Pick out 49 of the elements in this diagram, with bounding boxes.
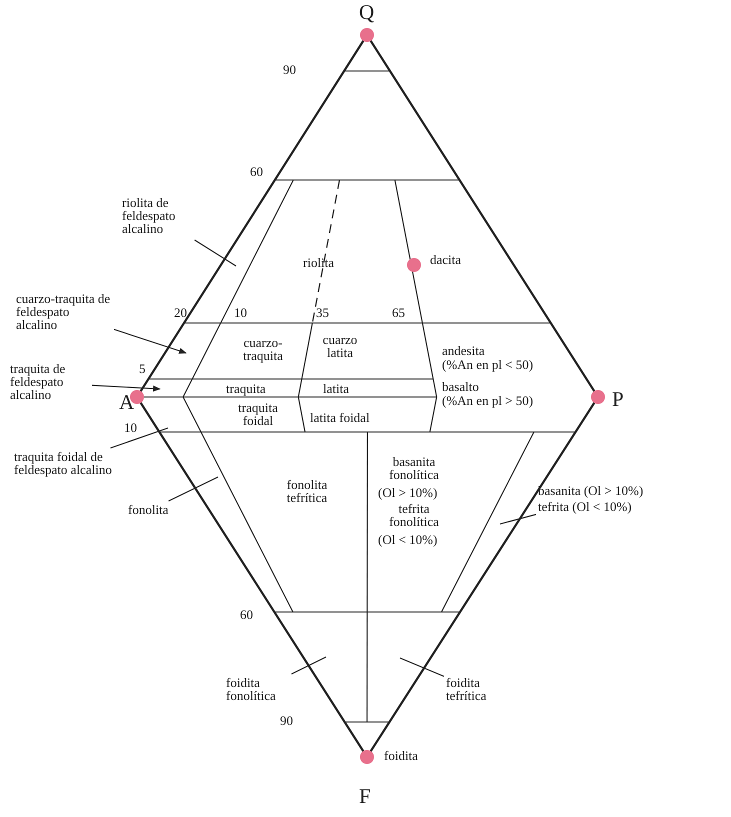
field-label: (Ol > 10%)	[378, 486, 438, 499]
vertex-label: A	[119, 392, 134, 413]
leader-line	[194, 240, 236, 266]
tick-label: 90	[280, 714, 293, 727]
field-label: foidita	[384, 749, 418, 762]
leader-line	[400, 658, 444, 677]
callout-text: fonolita	[128, 503, 168, 516]
callout-text: traquita de feldespato alcalino	[10, 362, 66, 401]
field-label: cuarzo-traquita	[242, 336, 284, 362]
field-label: basalto	[442, 380, 479, 393]
callout-text: cuarzo-traquita de feldespato alcalino	[16, 292, 112, 331]
field-label: latita	[323, 382, 349, 395]
callout-text: riolita de feldespato alcalino	[122, 196, 176, 235]
tick-label: 60	[240, 608, 253, 621]
field-label: traquita	[226, 382, 266, 395]
tick-label: 10	[234, 306, 247, 319]
field-label: fonolita tefrítica	[286, 478, 328, 504]
tick-label: 65	[392, 306, 405, 319]
vertex-label: F	[359, 786, 371, 807]
field-label: latita foidal	[310, 411, 370, 424]
field-label: riolita	[303, 256, 334, 269]
callout-text: foidita fonolítica	[226, 676, 277, 702]
callout-text: traquita foidal de feldespato alcalino	[14, 450, 112, 476]
callout-text: foidita tefrítica	[446, 676, 488, 702]
callout-text: basanita (Ol > 10%)	[538, 484, 644, 497]
vertex-label: Q	[359, 2, 374, 23]
leader-line	[114, 328, 187, 354]
field-label: cuarzo latita	[322, 333, 358, 359]
tick-label: 5	[139, 362, 146, 375]
field-label: (%An en pl > 50)	[442, 394, 534, 407]
field-label: tefrita fonolítica	[388, 502, 440, 528]
leader-line	[92, 384, 161, 392]
tick-label: 10	[124, 421, 137, 434]
field-label: (Ol < 10%)	[378, 533, 438, 546]
tick-label: 35	[316, 306, 329, 319]
tick-label: 60	[250, 165, 263, 178]
tick-label: 90	[283, 63, 296, 76]
callout-text: tefrita (Ol < 10%)	[538, 500, 633, 513]
vertex-label: P	[612, 389, 624, 410]
field-label: andesita	[442, 344, 485, 357]
field-label: (%An en pl < 50)	[442, 358, 534, 371]
field-label: traquita foidal	[237, 401, 279, 427]
leader-line	[291, 656, 326, 674]
leader-line	[500, 514, 536, 525]
tick-label: 20	[174, 306, 187, 319]
leader-line	[110, 427, 168, 449]
field-label: basanita fonolítica	[388, 455, 440, 481]
leader-line	[168, 476, 218, 502]
field-label: dacita	[430, 253, 462, 266]
